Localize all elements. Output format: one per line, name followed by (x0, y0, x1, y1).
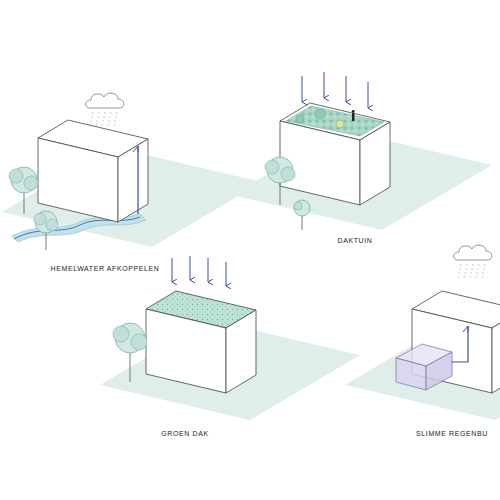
tree (34, 211, 58, 250)
scene-rain-barrel (345, 245, 500, 420)
scene-label: DAKTUIN (338, 236, 373, 245)
rain-cloud (454, 245, 492, 278)
tree (9, 167, 38, 214)
tree (265, 157, 295, 205)
scene-roof-garden (232, 72, 492, 230)
scene-label: SLIMME REGENBU (416, 429, 488, 438)
scene-label: HEMELWATER AFKOPPELEN (51, 264, 160, 273)
rain-cloud (86, 93, 124, 126)
scene-label: GROEN DAK (161, 429, 208, 438)
scene-green-roof (100, 256, 360, 420)
rain-barrel (396, 344, 452, 390)
scene-disconnect (2, 93, 262, 250)
tree (113, 323, 147, 382)
tree (294, 200, 310, 230)
